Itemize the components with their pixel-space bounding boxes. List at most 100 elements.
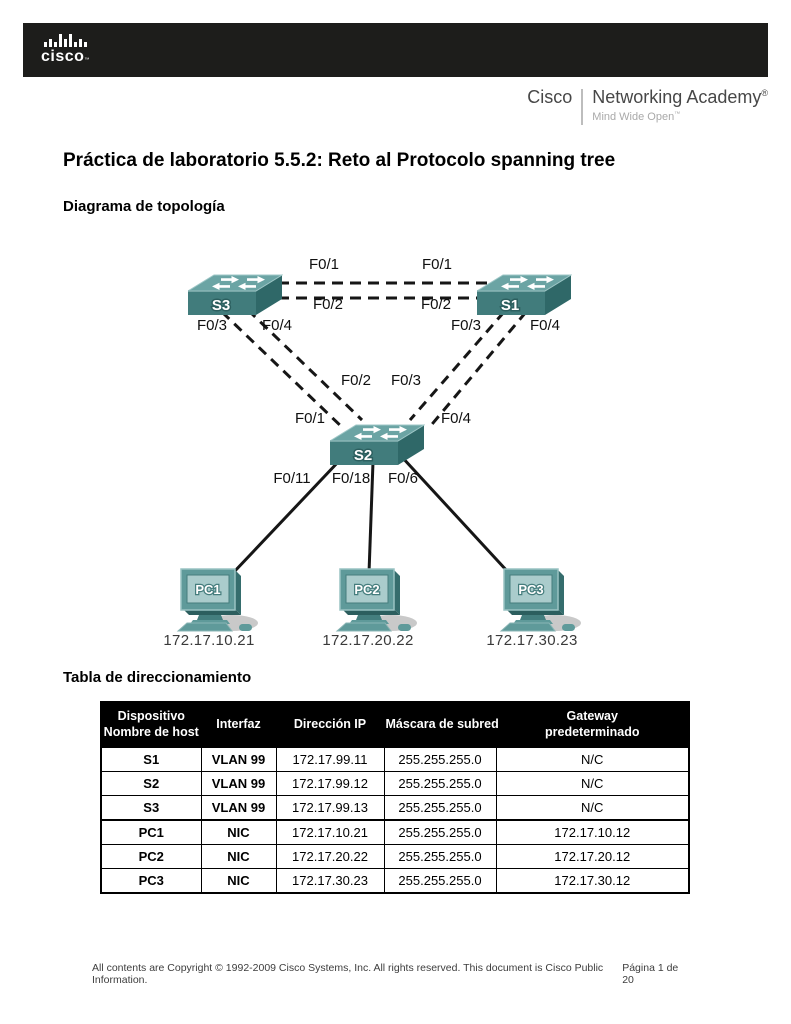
table-row-pc2: PC2 NIC 172.17.20.22 255.255.255.0 172.1…	[100, 843, 690, 869]
cell-mask: 255.255.255.0	[383, 867, 497, 893]
switch-s2: S2	[328, 417, 426, 466]
page-number: Página 1 de 20	[622, 962, 679, 986]
cell-interface: NIC	[200, 843, 277, 869]
cell-mask: 255.255.255.0	[383, 746, 497, 772]
port-label-s2-f04: F0/4	[440, 410, 472, 427]
port-label-s1-f03: F0/3	[450, 317, 482, 334]
topology-diagram: S3 S1	[0, 240, 791, 670]
port-label-s2-f018: F0/18	[331, 470, 371, 487]
cell-ip: 172.17.30.23	[275, 867, 385, 893]
registered-symbol: ®	[761, 88, 768, 98]
switch-s3: S3	[186, 267, 284, 316]
page-title: Práctica de laboratorio 5.5.2: Reto al P…	[63, 150, 616, 171]
academy-divider	[581, 89, 584, 125]
port-label-s2-f011: F0/11	[273, 470, 311, 487]
cell-interface: NIC	[200, 819, 277, 845]
topology-links	[220, 281, 528, 575]
copyright-text: All contents are Copyright © 1992-2009 C…	[92, 962, 604, 986]
cell-mask: 255.255.255.0	[383, 794, 497, 821]
cell-device: S1	[100, 746, 202, 772]
pc-icon: PC3	[499, 568, 581, 632]
cell-gateway: 172.17.30.12	[495, 867, 690, 893]
cisco-wordmark: cisco™	[41, 48, 90, 65]
link-s2-pc1	[231, 458, 342, 575]
cell-mask: 255.255.255.0	[383, 770, 497, 796]
pc-icon: PC1	[176, 568, 258, 632]
academy-cisco-text: Cisco	[527, 87, 573, 107]
cell-interface: VLAN 99	[200, 770, 277, 796]
port-label-s1-f04: F0/4	[529, 317, 561, 334]
academy-name-text: Networking Academy®	[592, 87, 768, 107]
cell-gateway: 172.17.20.12	[495, 843, 690, 869]
cell-device: S2	[100, 770, 202, 796]
port-label-s2-f01: F0/1	[294, 410, 326, 427]
table-row-s3: S3 VLAN 99 172.17.99.13 255.255.255.0 N/…	[100, 794, 690, 821]
table-row-pc3: PC3 NIC 172.17.30.23 255.255.255.0 172.1…	[100, 867, 690, 893]
cell-ip: 172.17.99.11	[275, 746, 385, 772]
cell-gateway: 172.17.10.12	[495, 819, 690, 845]
switch-icon: S1	[475, 274, 573, 316]
topology-heading: Diagrama de topología	[63, 198, 225, 215]
link-s1-s2-b	[426, 311, 528, 430]
link-s2-pc3	[399, 454, 510, 574]
networking-academy-logo: Cisco Networking Academy® Mind Wide Open…	[527, 87, 768, 125]
pc2-icon: PC2	[334, 568, 424, 634]
cell-mask: 255.255.255.0	[383, 819, 497, 845]
page-footer: All contents are Copyright © 1992-2009 C…	[92, 962, 688, 986]
switch-s3-label: S3	[212, 297, 230, 314]
port-label-s3s1-f01-left: F0/1	[308, 256, 340, 273]
cell-interface: NIC	[200, 867, 277, 893]
col-header-mascara: Máscara de subred	[383, 701, 499, 747]
port-label-s3s1-f02-left: F0/2	[312, 296, 344, 313]
link-s2-pc2	[367, 461, 375, 574]
academy-tagline: Mind Wide Open™	[592, 110, 681, 123]
pc1-ip-label: 172.17.10.21	[163, 632, 255, 649]
table-heading: Tabla de direccionamiento	[63, 669, 252, 686]
trademark-symbol: ™	[674, 111, 681, 118]
pc2-ip-label: 172.17.20.22	[322, 632, 414, 649]
cell-device: PC1	[100, 819, 202, 845]
cell-device: PC2	[100, 843, 202, 869]
cell-device: S3	[100, 794, 202, 821]
table-row-s1: S1 VLAN 99 172.17.99.11 255.255.255.0 N/…	[100, 746, 690, 772]
port-label-s2-f03: F0/3	[390, 372, 422, 389]
header-bar: cisco™	[23, 23, 768, 77]
cell-ip: 172.17.10.21	[275, 819, 385, 845]
table-row-s2: S2 VLAN 99 172.17.99.12 255.255.255.0 N/…	[100, 770, 690, 796]
port-label-s3-f04: F0/4	[261, 317, 293, 334]
port-label-s3-f03: F0/3	[196, 317, 228, 334]
cell-ip: 172.17.99.13	[275, 794, 385, 821]
port-label-s2-f06: F0/6	[387, 470, 419, 487]
switch-s2-label: S2	[354, 447, 372, 464]
pc1-icon: PC1	[175, 568, 265, 634]
pc3-ip-label: 172.17.30.23	[486, 632, 578, 649]
col-header-interfaz: Interfaz	[200, 701, 277, 747]
cell-ip: 172.17.20.22	[275, 843, 385, 869]
port-label-s3s1-f01-right: F0/1	[421, 256, 453, 273]
port-label-s2-f02: F0/2	[340, 372, 372, 389]
cell-gateway: N/C	[495, 746, 690, 772]
col-header-direccion-ip: Dirección IP	[275, 701, 385, 747]
cisco-logo: cisco™	[41, 33, 90, 65]
cell-interface: VLAN 99	[200, 794, 277, 821]
link-s1-s2-a	[408, 311, 506, 421]
pc-icon: PC2	[335, 568, 417, 632]
cell-device: PC3	[100, 867, 202, 893]
pc3-icon: PC3	[498, 568, 588, 634]
cell-interface: VLAN 99	[200, 746, 277, 772]
pc2-label: PC2	[354, 582, 379, 597]
cell-ip: 172.17.99.12	[275, 770, 385, 796]
link-s3-s2-a	[220, 310, 346, 431]
table-row-pc1: PC1 NIC 172.17.10.21 255.255.255.0 172.1…	[100, 819, 690, 845]
port-label-s3s1-f02-right: F0/2	[420, 296, 452, 313]
switch-s1-label: S1	[501, 297, 519, 314]
link-s3-s2-b	[246, 308, 364, 422]
pc3-label: PC3	[518, 582, 543, 597]
cisco-bridge-icon	[44, 33, 90, 47]
switch-s1: S1	[475, 267, 573, 316]
